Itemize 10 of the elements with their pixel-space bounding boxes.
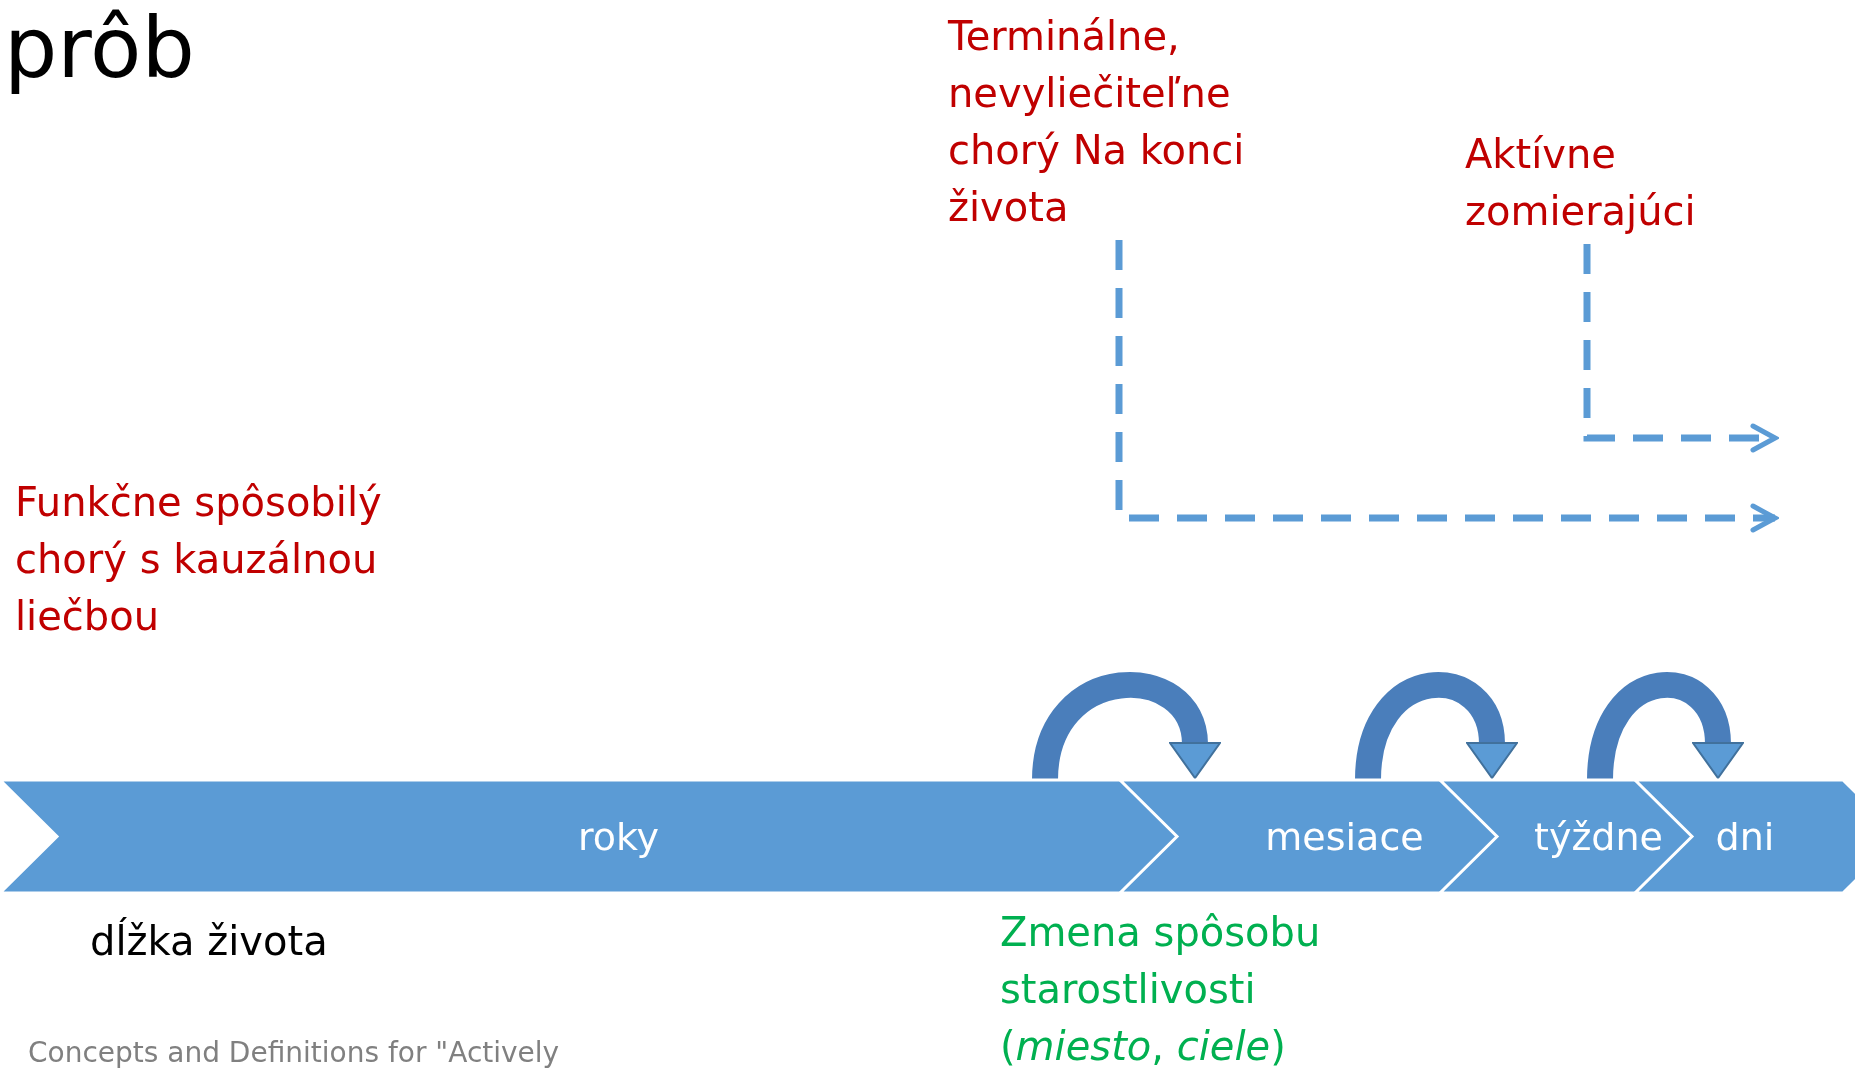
source-note: Concepts and Definitions for "Actively [28,1036,560,1069]
category-label: Terminálne, nevyliečiteľne chorý Na konci života [948,8,1328,236]
chevron-label: roky [576,814,661,859]
category-label: Funkčne spôsobilý chorý s kauzálnou liečbou [15,478,383,641]
axis-caption: dĺžka života [90,918,328,964]
slide-title: prôb [4,0,195,96]
chevron-label: mesiace [1264,814,1425,859]
note-text: Zmena spôsobu starostlivosti (miesto, ciele) [1000,908,1322,1071]
category-label: Aktívne zomierajúci [1465,126,1765,240]
chevron-label: týždne [1533,814,1664,859]
